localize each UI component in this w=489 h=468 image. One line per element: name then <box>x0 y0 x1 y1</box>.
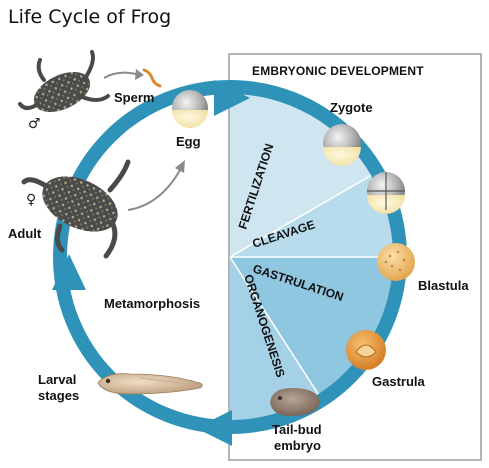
arrowhead-top <box>214 80 250 116</box>
label-stages: stages <box>38 388 80 403</box>
arrowhead-bottom <box>196 410 232 446</box>
page-title: Life Cycle of Frog <box>8 6 172 28</box>
cycle-arrowheads <box>52 80 250 446</box>
gastrula-icon <box>346 330 386 370</box>
label-tail-bud: Tail-bud <box>272 422 322 437</box>
sector-cleavage <box>230 172 400 257</box>
label-zygote: Zygote <box>330 100 373 115</box>
label-larval: Larval <box>38 372 77 387</box>
label-gastrula: Gastrula <box>372 374 425 389</box>
female-to-egg-arrow <box>127 169 181 211</box>
embryonic-development-title: EMBRYONIC DEVELOPMENT <box>252 64 424 78</box>
blastula-icon <box>377 243 415 281</box>
sperm-icon <box>142 68 162 88</box>
label-adult: Adult <box>8 226 42 241</box>
male-symbol: ♂ <box>28 116 41 132</box>
label-embryo: embryo <box>274 438 321 453</box>
tadpole-icon <box>97 373 203 395</box>
label-egg: Egg <box>176 134 201 149</box>
label-metamorphosis: Metamorphosis <box>104 296 201 311</box>
male-frog-icon <box>18 50 110 112</box>
female-symbol: ♀ <box>26 192 37 208</box>
male-to-sperm-arrow <box>103 71 137 79</box>
female-frog-icon <box>21 159 131 259</box>
cleavage-embryo-icon <box>367 172 405 214</box>
label-sperm: Sperm <box>114 90 155 105</box>
egg-icon <box>172 90 208 128</box>
zygote-icon <box>323 124 361 166</box>
sector-organogenesis <box>230 257 322 427</box>
tail-bud-embryo-icon <box>270 388 320 416</box>
arrowhead-left <box>52 254 86 290</box>
label-blastula: Blastula <box>418 278 469 293</box>
